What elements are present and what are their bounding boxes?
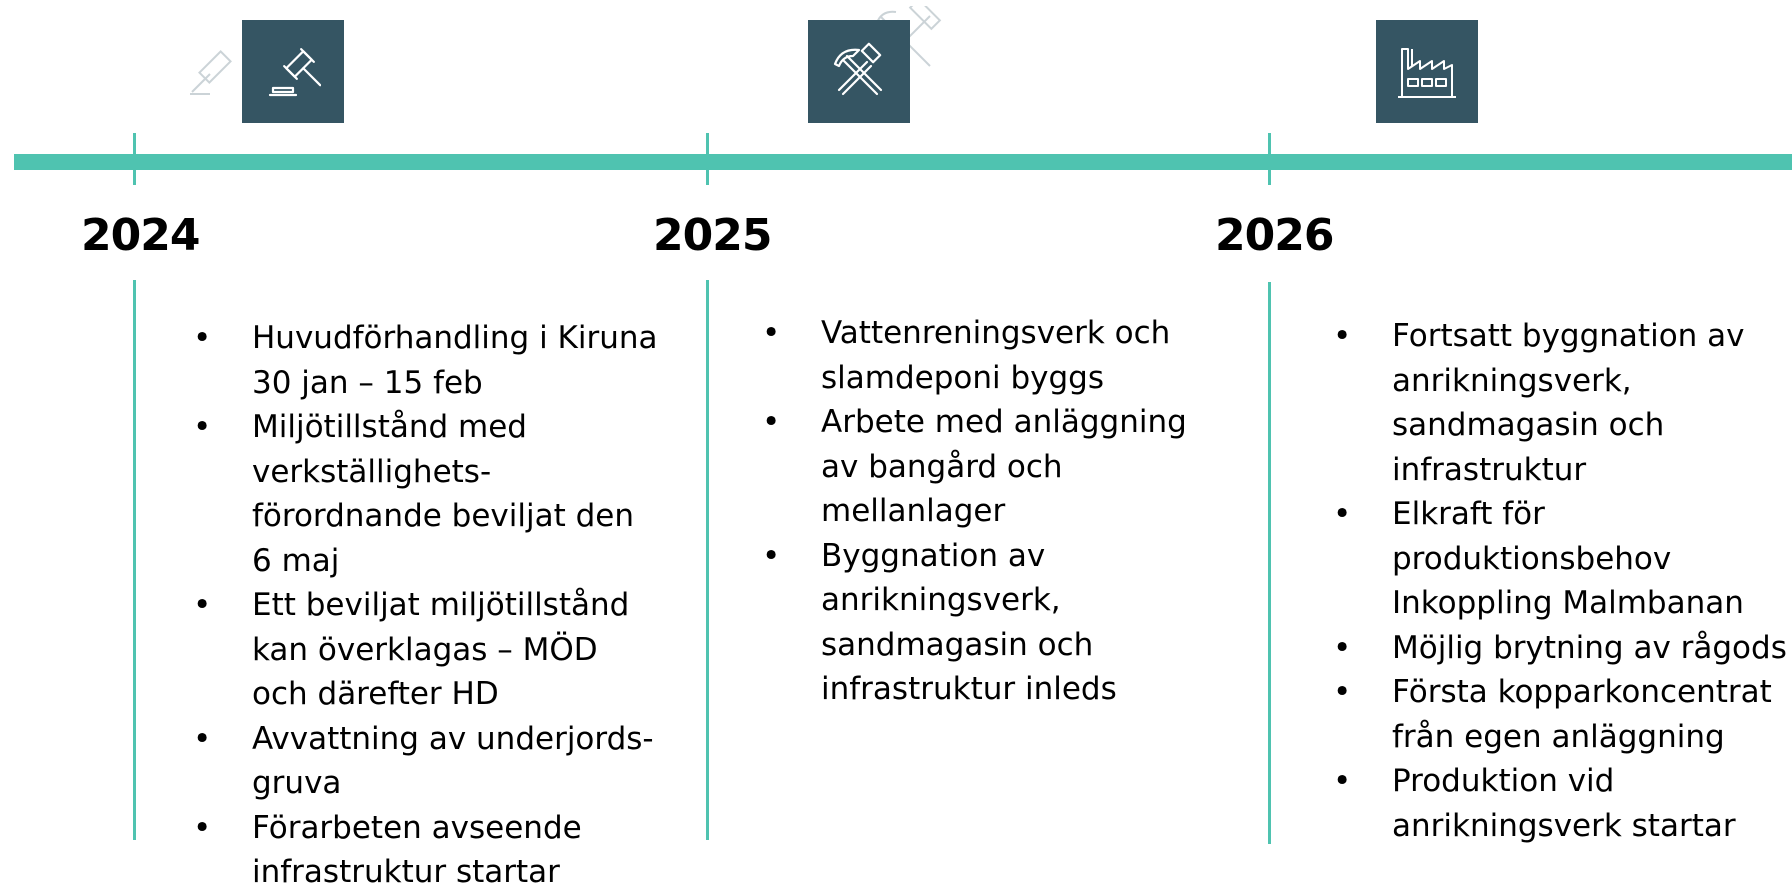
column-line-2024 (133, 280, 136, 840)
year-label-2025: 2025 (653, 210, 772, 261)
milestone-item: Arbete med anläggning av bangård och mel… (762, 400, 1192, 534)
timeline-tick-2026 (1268, 133, 1271, 185)
factory-icon (1398, 47, 1456, 98)
milestone-item: Byggnation av anrikningsverk, sandmagasi… (762, 534, 1192, 712)
timeline-bar (14, 154, 1792, 170)
milestone-list-2025: Vattenreningsverk och slamdeponi byggs A… (762, 311, 1192, 712)
gavel-ghost-icon (190, 50, 232, 95)
hammer-pick-icon (833, 42, 883, 95)
year-label-2024: 2024 (81, 210, 200, 261)
gavel-icon-box (242, 20, 344, 123)
milestone-item: Första kopparkoncentrat från egen anlägg… (1333, 670, 1792, 759)
timeline-tick-2025 (706, 133, 709, 185)
factory-icon-box (1376, 20, 1478, 123)
milestone-item: Ett beviljat miljötillstånd kan överklag… (193, 583, 663, 717)
hammer-pick-icon-box (808, 20, 910, 123)
column-line-2025 (706, 280, 709, 840)
timeline-tick-2024 (133, 133, 136, 185)
milestone-item: Produktion vid anrikningsverk startar (1333, 759, 1792, 848)
milestone-item: Vattenreningsverk och slamdeponi byggs (762, 311, 1192, 400)
milestone-item: Förarbeten avseende infrastruktur starta… (193, 806, 663, 895)
milestone-item: Fortsatt byggnation av anrikningsverk, s… (1333, 314, 1792, 492)
milestone-item: Huvudförhandling i Kiruna 30 jan – 15 fe… (193, 316, 663, 405)
gavel-icon (268, 47, 321, 96)
milestone-item: Avvattning av underjords-gruva (193, 717, 663, 806)
column-line-2026 (1268, 282, 1271, 844)
year-label-2026: 2026 (1215, 210, 1334, 261)
milestone-item: Elkraft för produktionsbehov Inkoppling … (1333, 492, 1792, 626)
milestone-item: Möjlig brytning av rågods (1333, 626, 1792, 671)
milestone-item: Miljötillstånd med verkställighets-föror… (193, 405, 663, 583)
milestone-list-2026: Fortsatt byggnation av anrikningsverk, s… (1333, 314, 1792, 848)
milestone-list-2024: Huvudförhandling i Kiruna 30 jan – 15 fe… (193, 316, 663, 895)
